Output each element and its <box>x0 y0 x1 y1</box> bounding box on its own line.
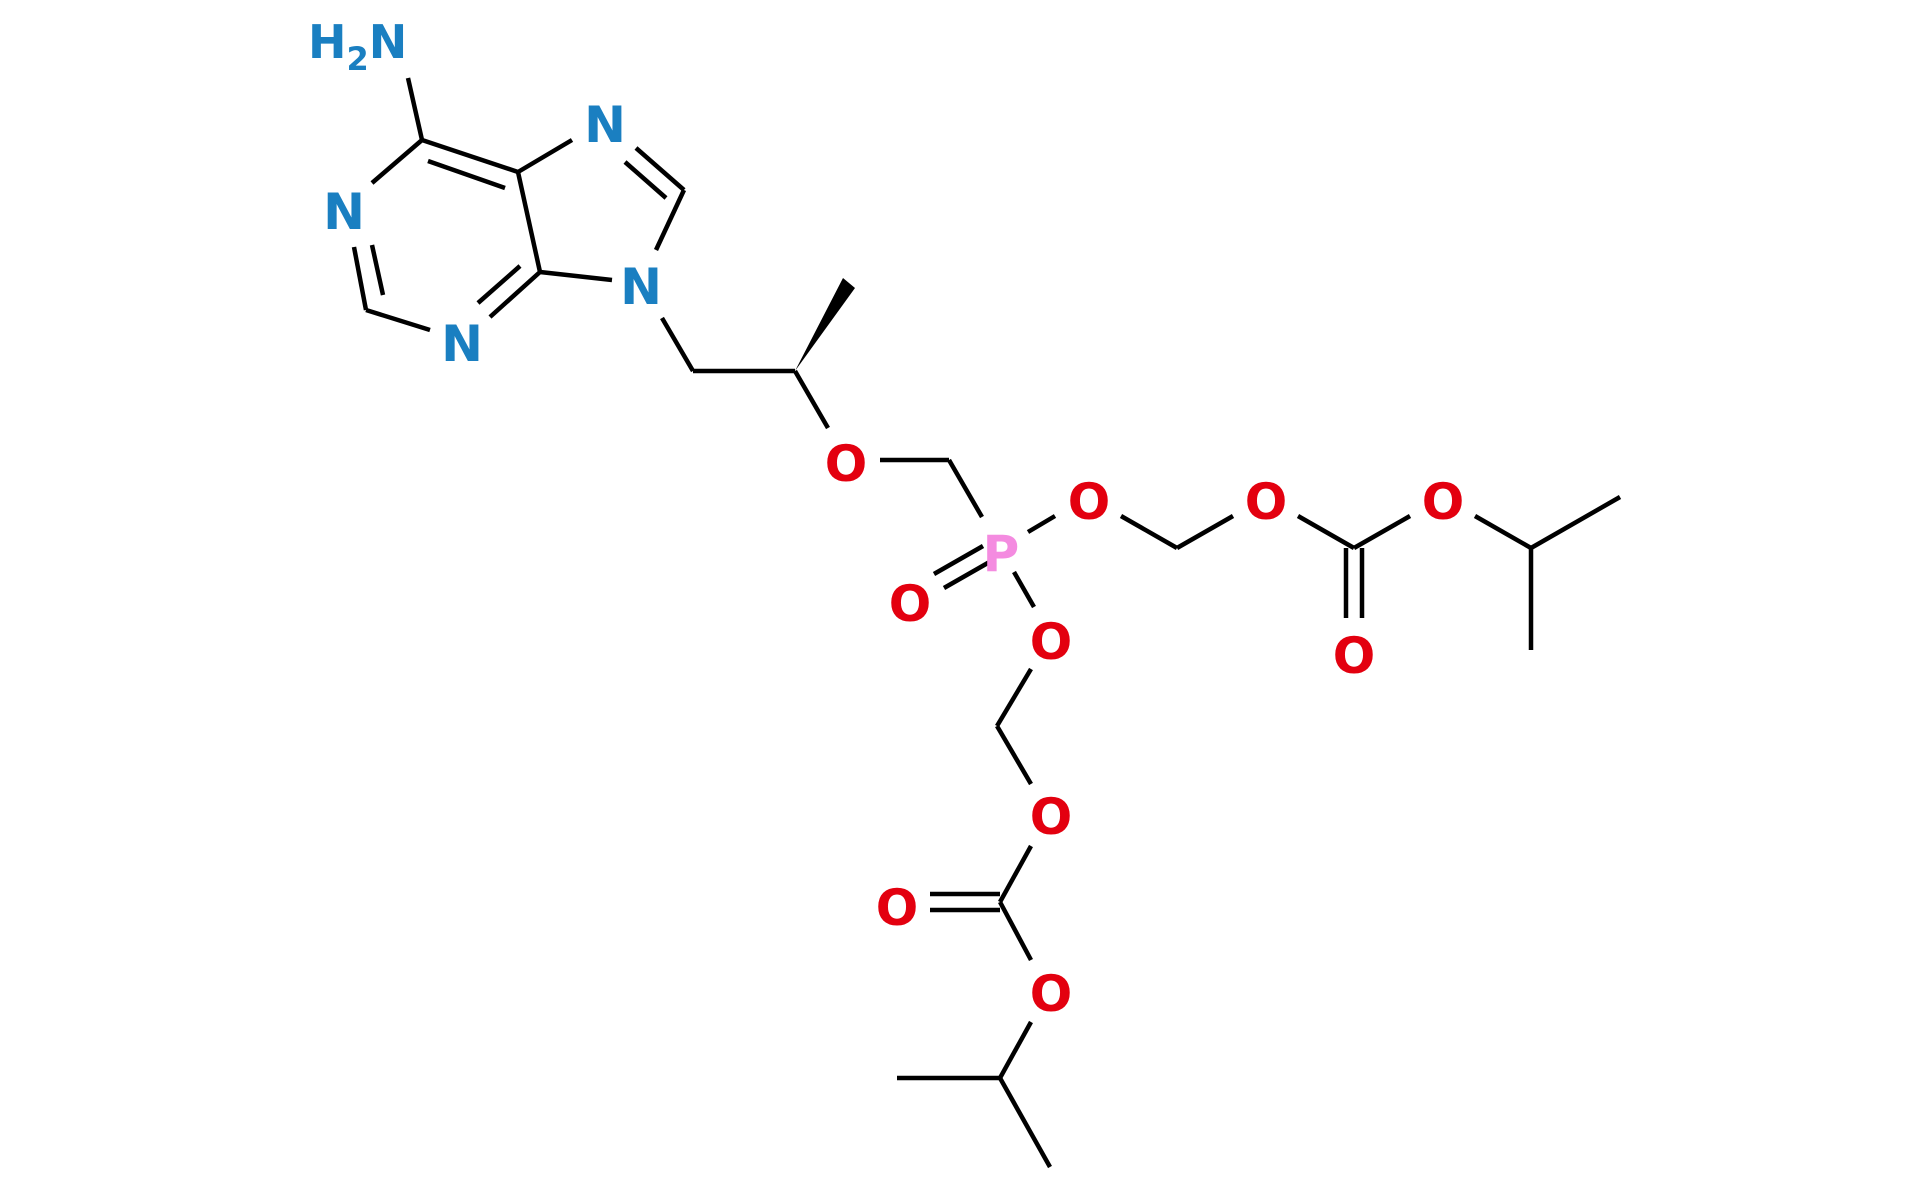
nh2-n: N <box>369 15 408 69</box>
bond-n7-c8 <box>634 146 686 192</box>
bond-p-o-down <box>1012 570 1036 609</box>
atom-o-down-carbonyl: O <box>876 879 919 937</box>
bond-o-right-ch2 <box>1119 514 1179 550</box>
bond-p-o-double-2 <box>932 544 985 576</box>
bond-c4-c5 <box>515 171 543 273</box>
atom-o-right-1: O <box>1245 473 1288 531</box>
bond-o-down-ch2 <box>995 667 1033 728</box>
bond-o-right-2-ch <box>1473 514 1533 550</box>
atom-o-right-carbonyl: O <box>1333 627 1376 685</box>
atom-nh2: H2N <box>308 15 407 78</box>
atom-n9: N <box>620 258 662 316</box>
bond-o-right-1-c <box>1296 514 1356 550</box>
bond-c5-n7 <box>516 138 574 174</box>
bond-ch2-o-right-1 <box>1175 514 1235 550</box>
bond-n9-c4 <box>539 269 613 283</box>
atom-n1: N <box>323 183 365 241</box>
bond-ch-methyl-a <box>1529 495 1622 550</box>
bonds <box>351 77 1622 1169</box>
bond-c-o-right-2 <box>1352 514 1412 550</box>
atom-o-down-1: O <box>1030 788 1073 846</box>
bond-n3-c4 <box>488 270 542 319</box>
atom-o-p-down: O <box>1030 613 1073 671</box>
bond-c8-n9 <box>653 189 687 251</box>
bond-n1-c2 <box>351 246 369 311</box>
bond-p-o-double <box>942 558 995 590</box>
atom-labels: H2N N N N N O P O O O O O O O O O <box>308 15 1464 1023</box>
bond-c2-n3 <box>365 307 431 333</box>
bond-ch2-o-down-1 <box>995 724 1033 786</box>
atom-o-p-right: O <box>1068 473 1111 531</box>
atom-o-p-double: O <box>889 575 932 633</box>
bond-ch-methyl-wedge <box>795 278 855 371</box>
nh2-subscript: 2 <box>347 40 369 78</box>
bond-c6-n1 <box>370 138 424 185</box>
bond-n6-c6 <box>405 77 425 141</box>
bond-ch2-p <box>947 458 984 519</box>
bond-c5-c6-inner <box>427 158 506 191</box>
atom-n3: N <box>441 315 483 373</box>
atom-o-down-2: O <box>1030 965 1073 1023</box>
atom-n7: N <box>584 96 626 154</box>
bond-c5-c6 <box>421 137 519 175</box>
atom-o-right-2: O <box>1422 473 1465 531</box>
bond-o-down-2-ch <box>998 1020 1033 1080</box>
bond-n9-ch2 <box>660 316 695 373</box>
nh2-h: H <box>308 15 347 69</box>
bond-n7-c8-inner <box>623 160 668 200</box>
bond-c-o-down-2 <box>998 900 1033 962</box>
bond-o-down-1-c <box>998 844 1033 904</box>
bond-ch-o-ether <box>793 369 830 430</box>
bond-p-o-right <box>1026 514 1057 534</box>
bond-n3-c4-inner <box>476 264 522 305</box>
bond-ch-methyl-down <box>998 1076 1052 1169</box>
atom-p: P <box>983 525 1020 583</box>
atom-o-ether: O <box>825 435 868 493</box>
bond-n1-c2-inner <box>369 244 386 296</box>
